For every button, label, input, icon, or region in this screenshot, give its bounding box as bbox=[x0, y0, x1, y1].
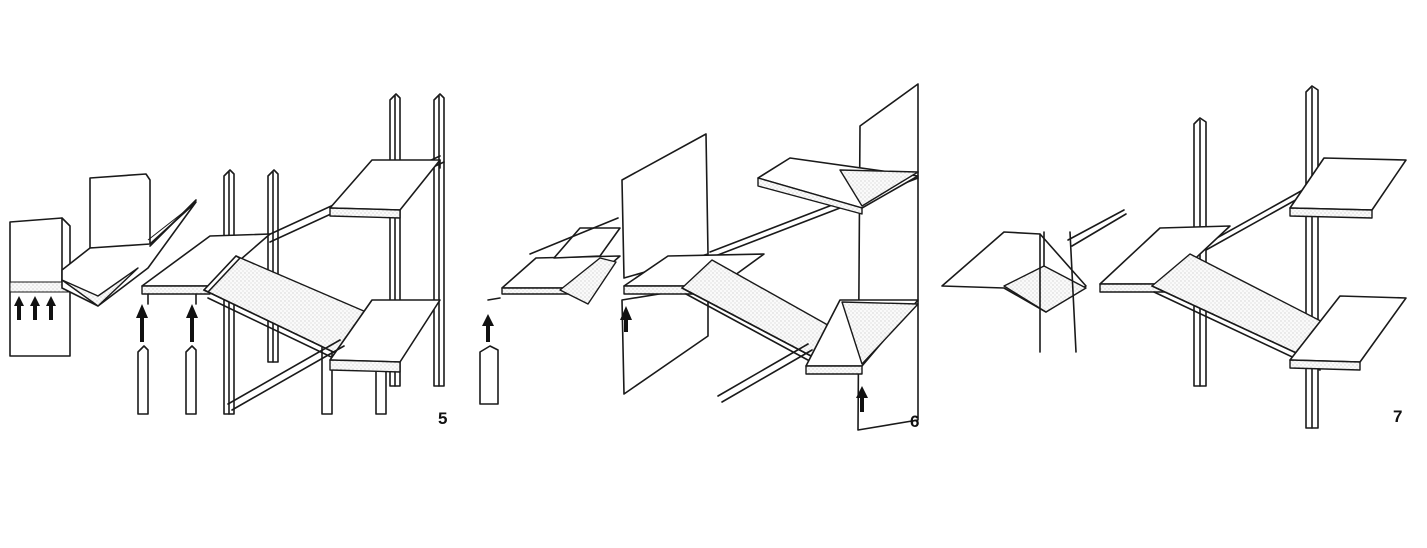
lower-landing-fig5 bbox=[329, 299, 441, 373]
lifting-arrows-wall bbox=[14, 296, 56, 320]
lifting-arrows-fig5 bbox=[136, 304, 198, 342]
steel-columns-fig7 bbox=[1193, 85, 1319, 429]
figure-7-drawing bbox=[941, 85, 1407, 429]
figure-label-6: 6 bbox=[910, 412, 920, 431]
upper-landing-fig7 bbox=[1289, 157, 1407, 219]
stringer-upper-fig7 bbox=[1205, 185, 1311, 251]
upper-landing-fig6 bbox=[757, 157, 919, 215]
landing-left-fig7 bbox=[941, 209, 1127, 353]
stair-flight-fig6 bbox=[681, 259, 859, 373]
lifting-arrows-fig6 bbox=[482, 306, 868, 412]
lower-landing-fig7 bbox=[1289, 295, 1407, 371]
stringer-lower-fig6 bbox=[717, 343, 813, 403]
wall-block-left bbox=[9, 173, 151, 357]
landing-slab-left bbox=[61, 199, 197, 307]
wall-slab-right-fig6 bbox=[857, 83, 919, 431]
column-stub-fig6 bbox=[479, 345, 499, 405]
upper-landing-fig5 bbox=[329, 159, 441, 219]
figure-label-5: 5 bbox=[438, 409, 448, 428]
left-flight-fig6 bbox=[487, 217, 621, 305]
figure-label-7: 7 bbox=[1393, 407, 1403, 426]
figure-6-drawing bbox=[479, 83, 919, 431]
stringer-lower-fig5 bbox=[227, 339, 345, 411]
main-landing-fig5 bbox=[141, 233, 271, 305]
main-landing-fig7 bbox=[1099, 225, 1231, 293]
figure-5-drawing bbox=[9, 93, 445, 415]
lower-landing-fig6 bbox=[805, 299, 919, 375]
